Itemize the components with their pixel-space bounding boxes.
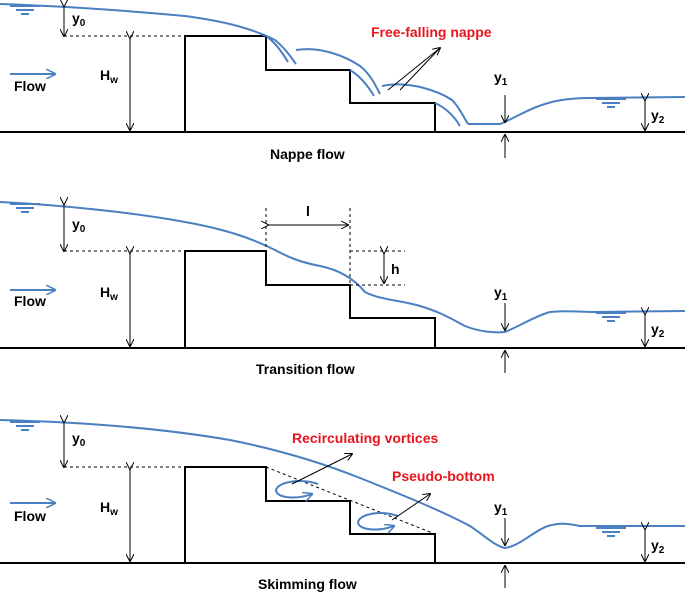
nappe-1-lower (265, 35, 289, 63)
y0-label: y0 (72, 216, 86, 235)
vortex-step-2 (356, 512, 399, 529)
y0-label: y0 (72, 430, 86, 449)
y1-label: y1 (494, 69, 508, 88)
flow-label: Flow (14, 78, 46, 94)
y0-label: y0 (72, 10, 86, 29)
nappe-2-upper (295, 48, 381, 95)
panel-nappe-flow: Flow Hw y0 y1 y2 Free-falling nappe Napp… (0, 4, 685, 162)
vortex-step-1 (274, 480, 319, 497)
step-length-label: l (306, 203, 310, 219)
flow-label: Flow (14, 293, 46, 309)
water-level-symbol-downstream (596, 98, 626, 108)
nappe-pointer-arrow-2 (399, 47, 441, 91)
hw-label: Hw (100, 284, 118, 303)
nappe-pointer-arrow-1 (387, 48, 440, 91)
vortices-pointer-arrow (291, 454, 352, 485)
stepped-spillway (184, 250, 436, 348)
nappe-3-lower (434, 102, 461, 127)
flow-label: Flow (14, 508, 46, 524)
panel-transition-flow: Flow Hw y0 l h y1 y2 Transition flow (0, 202, 685, 377)
nappe-2-lower (349, 69, 375, 97)
y1-label: y1 (494, 284, 508, 303)
hw-label: Hw (100, 499, 118, 518)
water-level-symbol-upstream (10, 203, 40, 213)
water-level-symbol-upstream (10, 5, 40, 15)
water-surface-upstream (0, 3, 297, 65)
water-level-symbol-downstream (596, 527, 626, 537)
panel-caption: Nappe flow (270, 146, 345, 162)
free-falling-nappe-annotation: Free-falling nappe (371, 24, 492, 40)
pseudo-bottom-line (265, 466, 436, 535)
water-surface-downstream (468, 96, 685, 125)
step-height-label: h (391, 261, 400, 277)
water-level-symbol-upstream (10, 421, 40, 431)
panel-skimming-flow: Flow Hw y0 Recirculating vortices Pseudo… (0, 420, 685, 592)
panel-caption: Skimming flow (258, 576, 357, 592)
water-surface (0, 201, 685, 334)
water-surface (0, 419, 685, 550)
hw-label: Hw (100, 67, 118, 86)
y2-label: y2 (651, 321, 665, 340)
water-level-symbol-downstream (596, 312, 626, 322)
recirculating-vortices-annotation: Recirculating vortices (292, 430, 438, 446)
y2-label: y2 (651, 107, 665, 126)
y2-label: y2 (651, 537, 665, 556)
y1-label: y1 (494, 499, 508, 518)
pseudo-bottom-annotation: Pseudo-bottom (392, 468, 495, 484)
stepped-spillway (184, 35, 436, 132)
pseudo-bottom-pointer-arrow (391, 494, 430, 521)
panel-caption: Transition flow (256, 361, 355, 377)
